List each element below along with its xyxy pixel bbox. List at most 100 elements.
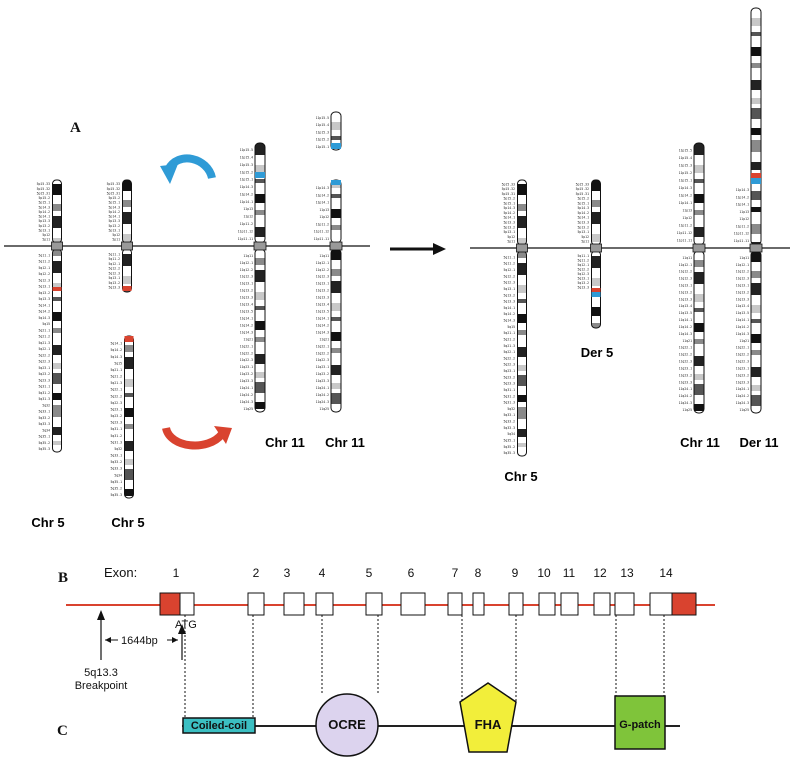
- band-label: 11q12.2: [240, 268, 254, 272]
- band-label: 5q12.3: [108, 271, 120, 275]
- exon-number: 8: [475, 566, 482, 580]
- band-label: 11q24.3: [679, 401, 693, 405]
- band-label: 11q12.1: [240, 261, 254, 265]
- chr5-label-1: Chr 5: [31, 515, 64, 530]
- band-label: 11q13.1: [679, 283, 693, 287]
- exon-10: [538, 592, 556, 616]
- band-label: 11p15.5: [679, 148, 693, 152]
- band-label: 11p15.5: [316, 116, 330, 120]
- band-label: 5q35.1: [503, 438, 515, 442]
- band-label: 11q14.2: [240, 323, 254, 327]
- band-label: 5q31.1: [110, 427, 122, 431]
- band-label: 5q31.2: [110, 434, 122, 438]
- band-label: 11q22.1: [316, 344, 330, 348]
- band-label: 11p12: [682, 216, 692, 220]
- band-label: 5q12.1: [503, 268, 515, 272]
- band-label: 5p14.3: [38, 205, 50, 209]
- band-label: 11p15.2: [679, 171, 693, 175]
- band-label: 11q25: [243, 407, 253, 411]
- band-label: 11q12.2: [679, 270, 693, 274]
- band-label: 5q11.2: [108, 257, 120, 261]
- band-label: 5q11.2: [577, 259, 589, 263]
- band-label: 11q13.3: [679, 297, 693, 301]
- band-label: 11q22.1: [240, 344, 254, 348]
- band-label: 5q23.2: [110, 414, 122, 418]
- ocre-domain: OCRE: [315, 693, 379, 757]
- band-label: 5q22.1: [38, 347, 50, 351]
- band-label: 5q23.3: [38, 378, 50, 382]
- chr11-b-p-lower: [330, 179, 342, 244]
- breakpoint-line-1: 5q13.3: [84, 667, 118, 679]
- exon-number: 9: [512, 566, 519, 580]
- band-label: 11q14.3: [736, 332, 750, 336]
- band-label: 11q13.3: [736, 297, 750, 301]
- band-label: 5q14.1: [503, 306, 515, 310]
- exon-number: 14: [659, 566, 673, 580]
- band-label: 11q13.4: [316, 303, 330, 307]
- band-label: 5q22.2: [38, 353, 50, 357]
- band-label: 5q11.2: [38, 260, 50, 264]
- band-label: 11q13.5: [316, 310, 330, 314]
- chr11-a-p-labels: 11p15.511p15.411p15.311p15.211p15.111p14…: [238, 148, 253, 241]
- band-label: 5q15: [507, 325, 515, 329]
- band-label: 11p13: [243, 207, 253, 211]
- band-label: 5q13.2: [38, 291, 50, 295]
- band-label: 11q13.4: [240, 303, 254, 307]
- chr11-b-lower-mark: [331, 180, 341, 185]
- fha-domain: FHA: [459, 682, 517, 753]
- band-label: 5q13.3: [38, 297, 50, 301]
- band-label: 5q13.1: [108, 276, 120, 280]
- band-label: 11p14.1: [679, 201, 693, 205]
- band-label: 5q21.3: [110, 381, 122, 385]
- band-label: 11q24.3: [316, 400, 330, 404]
- band-label: 11q23.2: [316, 372, 330, 376]
- exon-5: [365, 592, 383, 616]
- band-label: 5q21.1: [503, 331, 515, 335]
- band-label: 11p11.2: [240, 222, 254, 226]
- band-label: 5p14.2: [108, 210, 120, 214]
- band-label: 11p15.3: [240, 163, 254, 167]
- band-label: 11p11.12: [314, 230, 329, 234]
- band-label: 5q11.1: [108, 252, 120, 256]
- band-label: 11q14.1: [240, 316, 254, 320]
- der11-p-arm: [750, 7, 762, 246]
- band-label: 11p14.1: [240, 200, 254, 204]
- band-label: 5q15: [42, 322, 50, 326]
- band-label: 11q25: [682, 408, 692, 412]
- band-label: 5q21.2: [38, 335, 50, 339]
- band-label: 5p15.1: [38, 201, 50, 205]
- band-label: 11p14.2: [240, 192, 254, 196]
- band-label: 11q12.3: [240, 275, 254, 279]
- band-label: 5p13.1: [38, 228, 50, 232]
- band-label: 11q13.5: [240, 310, 254, 314]
- der11-q-arm: [750, 250, 762, 414]
- band-label: 5p11: [581, 240, 589, 244]
- band-label: 5p15.1: [577, 201, 589, 205]
- band-label: 5p13.1: [577, 230, 589, 234]
- exons: [159, 592, 697, 616]
- band-label: 5q13.2: [108, 281, 120, 285]
- exon-8: [472, 592, 485, 616]
- chromosomes: 5p15.335p15.325p15.315p15.25p15.15p14.35…: [37, 7, 763, 499]
- band-label: 11q13.3: [316, 296, 330, 300]
- band-label: 5q35.1: [38, 435, 50, 439]
- band-label: 5q31.3: [110, 440, 122, 444]
- band-label: 11q14.2: [316, 323, 330, 327]
- band-label: 5q22.2: [503, 356, 515, 360]
- band-label: 5q33.2: [110, 460, 122, 464]
- der5-red-mark: [591, 288, 601, 292]
- ocre-label: OCRE: [328, 717, 366, 732]
- band-label: 11q13.3: [240, 296, 254, 300]
- band-label: 5q32: [42, 403, 50, 407]
- panel-label-b: B: [58, 570, 68, 586]
- band-label: 11q23.3: [316, 379, 330, 383]
- band-label: 5q32: [507, 407, 515, 411]
- band-label: 11q25: [319, 407, 329, 411]
- band-label: 5q34: [114, 473, 122, 477]
- band-label: 11q22.1: [736, 346, 750, 350]
- band-label: 5q32: [114, 447, 122, 451]
- band-label: 11q14.2: [679, 325, 693, 329]
- band-label: 5p13.1: [503, 230, 515, 234]
- band-label: 5q12.3: [503, 281, 515, 285]
